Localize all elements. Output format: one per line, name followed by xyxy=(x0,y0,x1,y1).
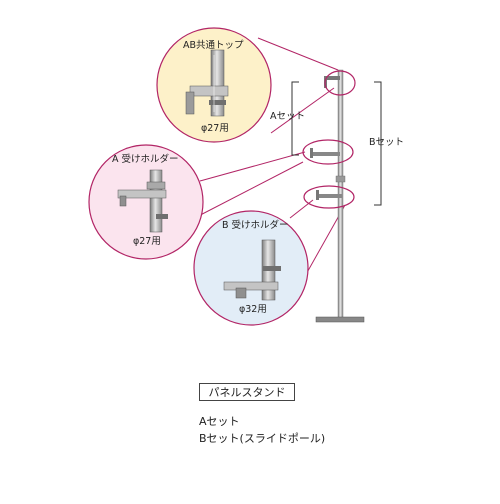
legend-title: パネルスタンド xyxy=(199,383,295,401)
callout-ab-top xyxy=(156,27,272,143)
a-holder-diameter: φ27用 xyxy=(133,236,161,247)
b-holder-title: B 受けホルダー xyxy=(222,220,289,231)
a-set-label: Aセット xyxy=(270,111,305,122)
a-holder-title: A 受けホルダー xyxy=(112,154,179,165)
callout-b-holder xyxy=(193,210,309,326)
panel-stand xyxy=(310,69,365,323)
legend-item-b-set: Bセット(スライドポール) xyxy=(199,432,326,445)
ab-top-diameter: φ27用 xyxy=(201,123,229,134)
callout-a-holder xyxy=(88,144,204,260)
stand-highlight-ellipses xyxy=(302,70,356,209)
legend-item-a-set: Aセット xyxy=(199,415,240,428)
set-brackets xyxy=(291,81,382,206)
b-holder-diameter: φ32用 xyxy=(239,304,267,315)
b-set-label: Bセット xyxy=(369,137,405,148)
ab-top-title: AB共通トップ xyxy=(183,40,244,51)
